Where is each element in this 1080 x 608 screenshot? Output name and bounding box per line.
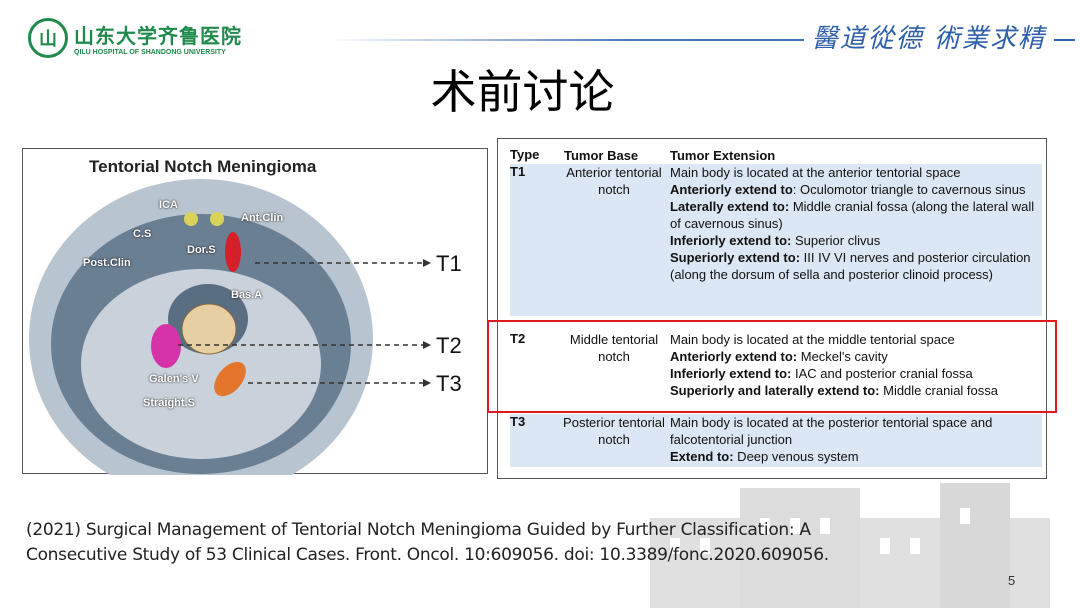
extension-line: Extend to: Deep venous system bbox=[670, 448, 1042, 465]
logo-emblem: 山 bbox=[28, 18, 68, 58]
label-t1: T1 bbox=[436, 251, 462, 276]
label-dor-s: Dor.S bbox=[187, 244, 216, 256]
header-tumor-extension: Tumor Extension bbox=[670, 148, 776, 163]
extension-line: Superiorly extend to: III IV VI nerves a… bbox=[670, 249, 1042, 283]
label-galen-vein: Galen's V bbox=[149, 373, 199, 385]
row-tumor-base: Posterior tentorial notch bbox=[563, 415, 665, 447]
label-post-clin: Post.Clin bbox=[83, 257, 131, 269]
row-tumor-base: Anterior tentorial notch bbox=[566, 165, 662, 197]
row-type: T2 bbox=[510, 331, 526, 346]
row-tumor-base: Middle tentorial notch bbox=[569, 332, 659, 364]
extension-text: Main body is located at the anterior ten… bbox=[670, 165, 961, 180]
extension-text: Main body is located at the posterior te… bbox=[670, 415, 993, 447]
label-t2: T2 bbox=[436, 333, 462, 358]
page-number: 5 bbox=[1008, 573, 1016, 588]
figure-title: Tentorial Notch Meningioma bbox=[89, 157, 317, 176]
header-divider bbox=[330, 39, 1075, 41]
table-header: Type Tumor Base Tumor Extension bbox=[510, 147, 1042, 166]
row-type: T1 bbox=[510, 164, 526, 179]
header-type: Type bbox=[510, 147, 540, 162]
extension-text: IAC and posterior cranial fossa bbox=[791, 366, 973, 381]
hospital-motto: 醫道從德 術業求精 bbox=[803, 18, 1054, 55]
anatomy-figure: Tentorial Notch Meningioma ICA Ant.Clin … bbox=[22, 148, 488, 475]
table-row: T1 Anterior tentorial notch Main body is l… bbox=[510, 164, 1042, 316]
extension-line: Main body is located at the anterior ten… bbox=[670, 164, 1042, 181]
extension-text: Deep venous system bbox=[733, 449, 859, 464]
extension-text: Meckel's cavity bbox=[797, 349, 888, 364]
extension-text: Middle cranial fossa (along the lateral … bbox=[670, 199, 1035, 231]
extension-line: Anteriorly extend to: Meckel's cavity bbox=[670, 348, 1042, 365]
extension-line: Inferiorly extend to: Superior clivus bbox=[670, 232, 1042, 249]
label-cs: C.S bbox=[133, 228, 152, 240]
label-ica: ICA bbox=[159, 199, 178, 211]
extension-label: Inferiorly extend to: bbox=[670, 366, 792, 381]
extension-label: Laterally extend to: bbox=[670, 199, 790, 214]
table-row: T2 Middle tentorial notch Main body is loc… bbox=[510, 331, 1042, 401]
row-tumor-extension: Main body is located at the middle tento… bbox=[668, 331, 1042, 401]
label-t3: T3 bbox=[436, 371, 462, 396]
label-straight-sinus: Straight.S bbox=[143, 397, 195, 409]
extension-line: Superiorly and laterally extend to: Midd… bbox=[670, 382, 1042, 399]
extension-line: Main body is located at the middle tento… bbox=[670, 331, 1042, 348]
label-bas-a: Bas.A bbox=[231, 289, 263, 301]
highlight-box bbox=[487, 320, 1057, 413]
logo-chinese-name: 山东大学齐鲁医院 bbox=[74, 24, 242, 48]
slide-title: 术前讨论 bbox=[430, 65, 615, 119]
hospital-logo: 山 山东大学齐鲁医院 QILU HOSPITAL OF SHANDONG UNI… bbox=[28, 18, 242, 58]
extension-label: Inferiorly extend to: bbox=[670, 233, 792, 248]
extension-label: Superiorly and laterally extend to: bbox=[670, 383, 880, 398]
extension-text: Superior clivus bbox=[791, 233, 881, 248]
building-watermark bbox=[650, 483, 1050, 608]
extension-label: Extend to: bbox=[670, 449, 734, 464]
extension-label: Anteriorly extend to bbox=[670, 182, 793, 197]
row-type: T3 bbox=[510, 414, 526, 429]
logo-english-name: QILU HOSPITAL OF SHANDONG UNIVERSITY bbox=[74, 49, 226, 56]
extension-text: Main body is located at the middle tento… bbox=[670, 332, 955, 347]
extension-text: Middle cranial fossa bbox=[879, 383, 998, 398]
extension-line: Main body is located at the posterior te… bbox=[670, 414, 1042, 448]
label-ant-clin: Ant.Clin bbox=[241, 212, 284, 224]
extension-line: Laterally extend to: Middle cranial foss… bbox=[670, 198, 1042, 232]
extension-text: III IV VI nerves and posterior circulati… bbox=[670, 250, 1031, 282]
extension-text: : Oculomotor triangle to cavernous sinus bbox=[792, 182, 1026, 197]
citation: (2021) Surgical Management of Tentorial … bbox=[26, 520, 829, 565]
header-tumor-base: Tumor Base bbox=[564, 148, 639, 163]
extension-line: Inferiorly extend to: IAC and posterior … bbox=[670, 365, 1042, 382]
row-tumor-extension: Main body is located at the posterior te… bbox=[668, 414, 1042, 467]
extension-line: Anteriorly extend to: Oculomotor triangl… bbox=[670, 181, 1042, 198]
skull-base-illustration bbox=[29, 179, 431, 475]
row-tumor-extension: Main body is located at the anterior ten… bbox=[668, 164, 1042, 316]
extension-label: Anteriorly extend to: bbox=[670, 349, 798, 364]
extension-label: Superiorly extend to: bbox=[670, 250, 801, 265]
